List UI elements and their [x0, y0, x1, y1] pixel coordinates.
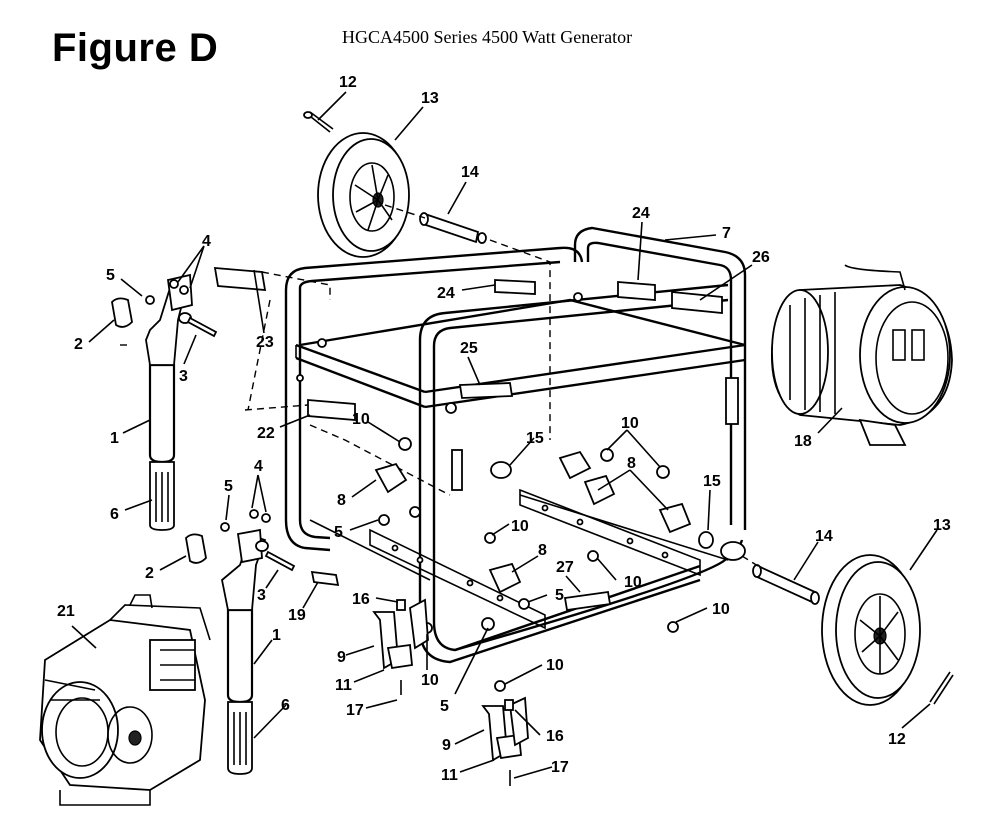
- wheel-bottom-part-13: [821, 554, 921, 706]
- callout-24-mid: 24: [437, 285, 455, 302]
- callout-11-a: 11: [335, 677, 352, 694]
- callout-12-top: 12: [339, 74, 357, 91]
- feet-left: [372, 598, 429, 695]
- callout-5-c: 5: [334, 524, 343, 541]
- callout-2-mid: 2: [145, 565, 154, 582]
- callout-7: 7: [722, 225, 731, 242]
- callout-4-mid: 4: [254, 458, 263, 475]
- callout-10-g: 10: [546, 657, 564, 674]
- callout-19: 19: [288, 607, 306, 624]
- callout-9-a: 9: [337, 649, 346, 666]
- callout-23: 23: [256, 334, 274, 351]
- leader-lines: [71, 91, 938, 779]
- callout-10-c: 10: [511, 518, 529, 535]
- callout-25: 25: [460, 340, 478, 357]
- callout-14-bot: 14: [815, 528, 833, 545]
- axle-top-part-14: [384, 204, 551, 440]
- callout-8-a: 8: [337, 492, 346, 509]
- callout-15-a: 15: [526, 430, 544, 447]
- callout-8-c: 8: [538, 542, 547, 559]
- callout-10-a: 10: [352, 411, 370, 428]
- callout-10-e: 10: [421, 672, 439, 689]
- callout-14-top: 14: [461, 164, 479, 181]
- callout-1-top: 1: [110, 430, 119, 447]
- wheel-top-part-13: [317, 132, 410, 258]
- callout-13-bot: 13: [933, 517, 951, 534]
- callout-24-top: 24: [632, 205, 650, 222]
- diagram-subtitle: HGCA4500 Series 4500 Watt Generator: [342, 27, 633, 47]
- callout-3-top: 3: [179, 368, 188, 385]
- callout-22: 22: [257, 425, 275, 442]
- alternator-part-18: [771, 264, 953, 446]
- callout-10-b: 10: [621, 415, 639, 432]
- callout-4-top: 4: [202, 233, 211, 250]
- pin-top-part-12: [303, 111, 334, 133]
- callout-6-mid: 6: [281, 697, 290, 714]
- callout-9-b: 9: [442, 737, 451, 754]
- callout-26: 26: [752, 249, 770, 266]
- callout-27: 27: [556, 559, 574, 576]
- callout-5-e: 5: [440, 698, 449, 715]
- axle-bottom-part-14: [741, 555, 820, 605]
- callout-5-d: 5: [555, 587, 564, 604]
- callout-13-top: 13: [421, 90, 439, 107]
- callout-2-top: 2: [74, 336, 83, 353]
- callout-10-f: 10: [712, 601, 730, 618]
- callout-6-top: 6: [110, 506, 119, 523]
- callout-1-mid: 1: [272, 627, 281, 644]
- callout-18: 18: [794, 433, 812, 450]
- callout-17-b: 17: [551, 759, 569, 776]
- decals: [213, 267, 723, 612]
- callout-16-a: 16: [352, 591, 370, 608]
- feet-right: [481, 696, 529, 786]
- vibration-mounts: [374, 450, 692, 594]
- pin-bottom-part-12: [929, 671, 954, 705]
- callout-5-top: 5: [106, 267, 115, 284]
- callout-10-d: 10: [624, 574, 642, 591]
- callout-12-bot: 12: [888, 731, 906, 748]
- base-rails: [369, 488, 701, 630]
- handle-mid-assembly: [185, 509, 296, 775]
- callout-3-mid: 3: [257, 587, 266, 604]
- callout-17-a: 17: [346, 702, 364, 719]
- engine-part-21: [39, 594, 211, 806]
- callout-11-b: 11: [441, 767, 458, 784]
- callout-5-mid: 5: [224, 478, 233, 495]
- callout-numbers: 12 13 14 24 7 26 4 5 2 23 3 24 25 1 22 1…: [57, 74, 951, 784]
- callout-16-b: 16: [546, 728, 564, 745]
- callout-8-b: 8: [627, 455, 636, 472]
- handle-top-assembly: [111, 273, 218, 531]
- callout-21: 21: [57, 603, 75, 620]
- callout-15-b: 15: [703, 473, 721, 490]
- figure-label: Figure D: [52, 26, 219, 70]
